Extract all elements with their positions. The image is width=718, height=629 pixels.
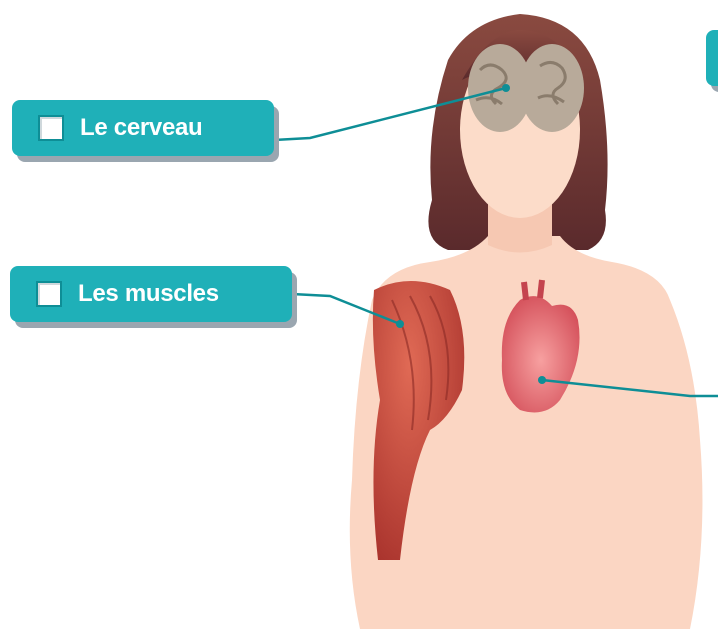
- muscles-label-button[interactable]: Les muscles: [10, 266, 292, 322]
- brain-label-text: Le cerveau: [80, 114, 202, 142]
- brain-label-button[interactable]: Le cerveau: [12, 100, 274, 156]
- brain-checkbox-icon[interactable]: [38, 115, 64, 141]
- muscles-checkbox-icon[interactable]: [36, 281, 62, 307]
- partial-label-button[interactable]: [706, 30, 718, 86]
- muscles-label-text: Les muscles: [78, 280, 219, 308]
